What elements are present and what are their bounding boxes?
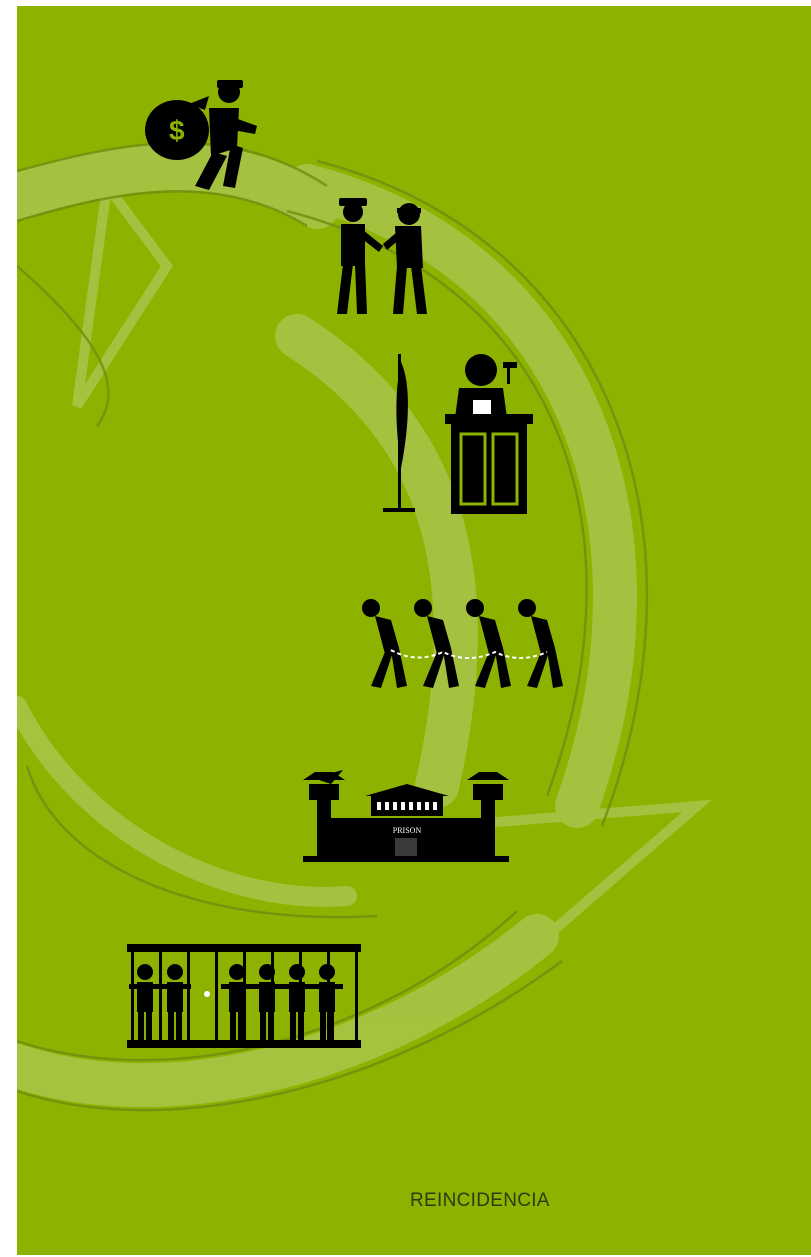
inmate-figure (281, 964, 313, 1040)
poster-caption: REINCIDENCIA (410, 1190, 550, 1212)
judge-at-bench-with-flag-icon (377, 348, 537, 514)
chained-prisoners-walking-icon (361, 598, 573, 690)
prisoner-figure (466, 599, 511, 688)
prisoner-figure (518, 599, 563, 688)
cell-bar (243, 952, 246, 1040)
cell-bar (187, 952, 190, 1040)
thief-with-money-bag-icon: $ (139, 78, 265, 200)
judge-papers (473, 400, 491, 414)
cell-bar (131, 952, 134, 1040)
cell-bar (327, 952, 330, 1040)
chain-link (391, 650, 547, 658)
cell-bar (159, 952, 162, 1040)
recidivism-poster: $ (17, 6, 811, 1255)
cell-bar (299, 952, 302, 1040)
inmate-figure (251, 964, 283, 1040)
inmate-figure (221, 964, 253, 1040)
prison-sign: PRISON (393, 826, 422, 835)
police-arresting-suspect-icon (331, 196, 431, 316)
cell-bar (355, 952, 358, 1040)
prisoner-figure (362, 599, 407, 688)
prison-building-icon: PRISON (303, 770, 509, 864)
inmates-behind-bars-icon (127, 944, 361, 1048)
cell-lock (204, 991, 210, 997)
inmate-figure (159, 964, 191, 1040)
dollar-sign-icon: $ (169, 115, 185, 146)
cell-bar (271, 952, 274, 1040)
prisoner-figure (414, 599, 459, 688)
cell-bar (215, 952, 218, 1040)
